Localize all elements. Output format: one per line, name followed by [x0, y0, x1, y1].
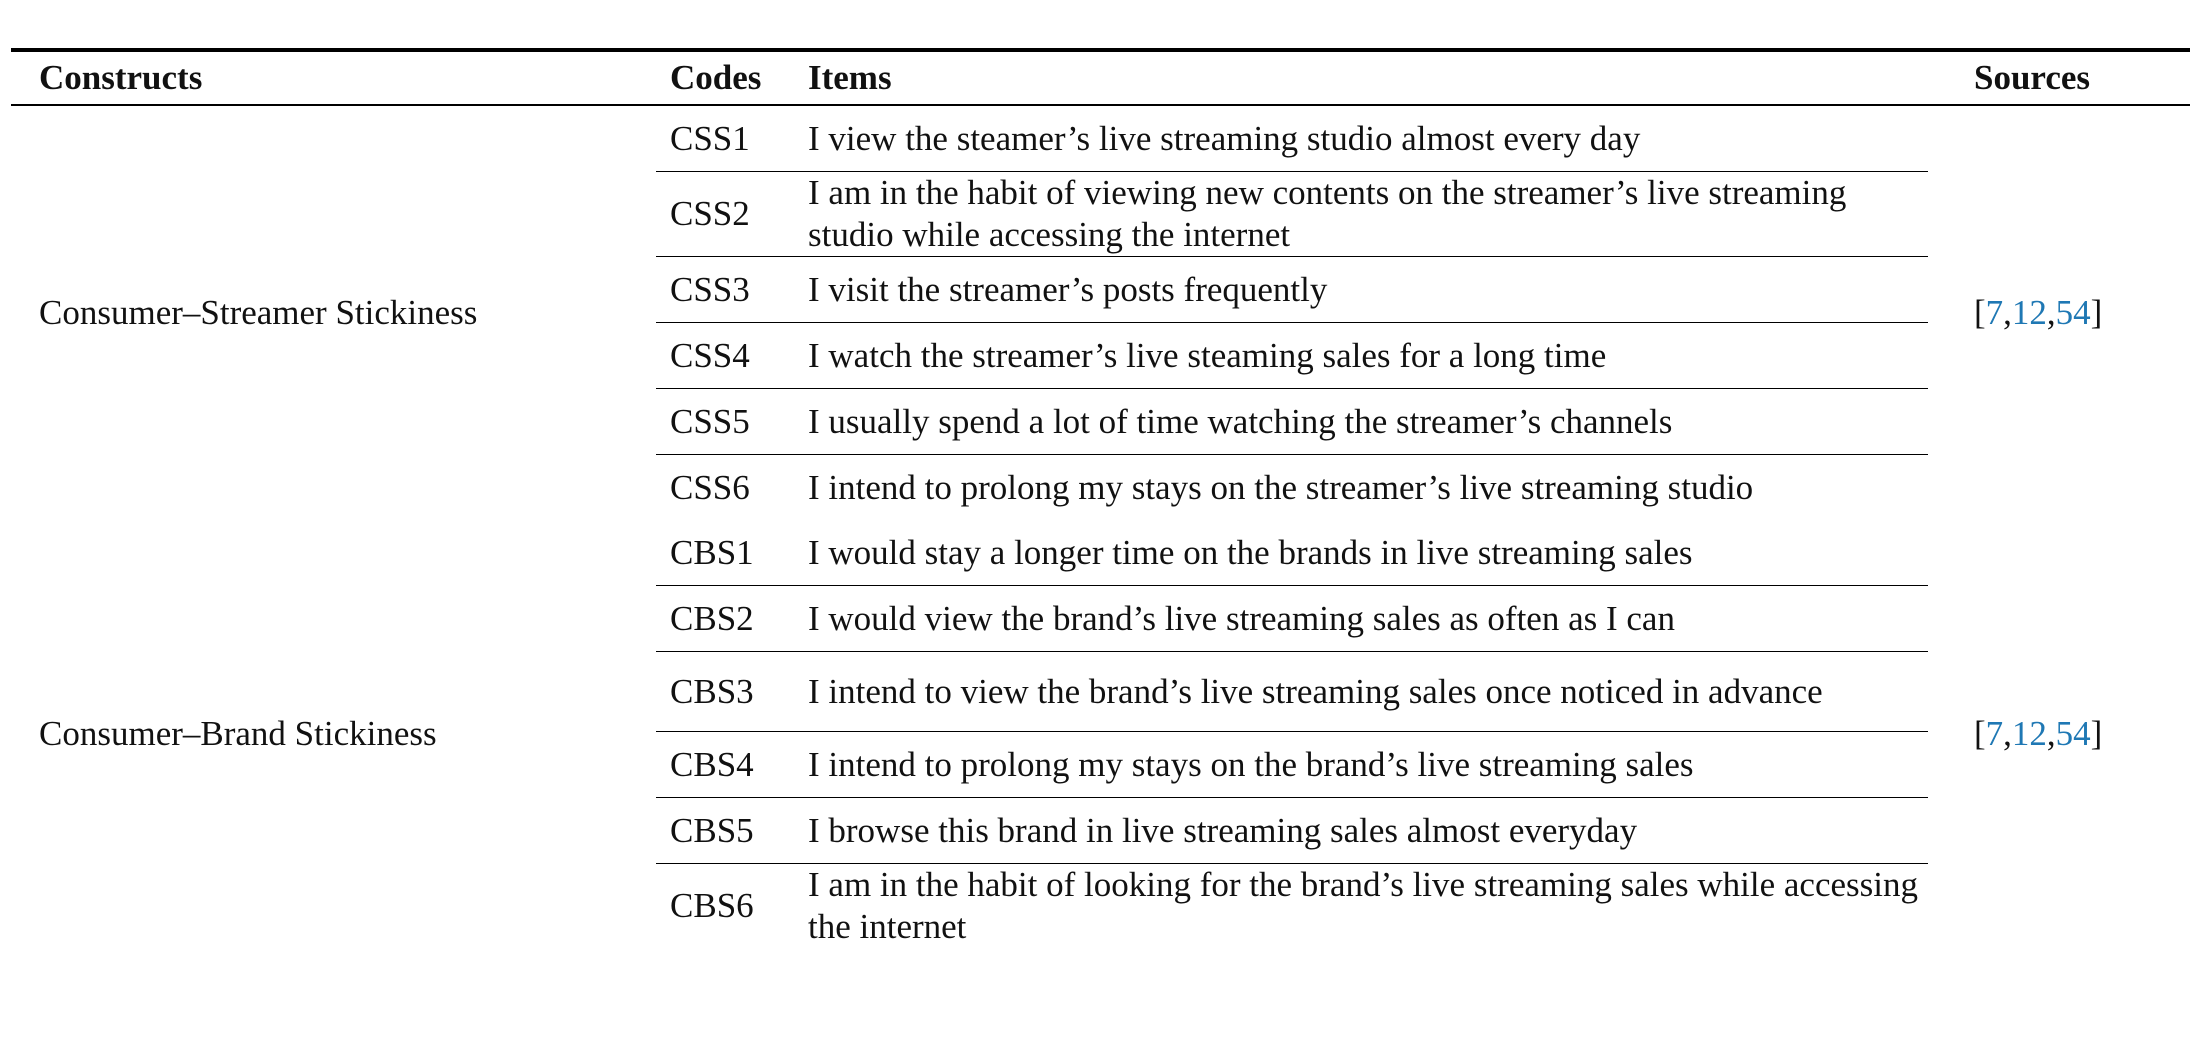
code-cell: CSS5	[656, 388, 808, 455]
citation-link[interactable]: 54	[2055, 293, 2091, 332]
code-cell: CBS3	[656, 651, 808, 732]
item-cell: I intend to view the brand’s live stream…	[808, 651, 1928, 732]
item-cell: I intend to prolong my stays on the bran…	[808, 731, 1928, 798]
item-cell: I would view the brand’s live streaming …	[808, 585, 1928, 652]
constructs-table: Constructs Codes Items Sources Consumer–…	[11, 48, 2190, 948]
code-cell: CBS4	[656, 731, 808, 798]
code-cell: CSS4	[656, 322, 808, 389]
header-sources: Sources	[1928, 48, 2190, 106]
citation-link[interactable]: 7	[1985, 293, 2004, 332]
comma: ,	[2046, 293, 2056, 332]
code-cell: CBS1	[656, 520, 808, 586]
citation-link[interactable]: 12	[2011, 293, 2047, 332]
table-row: CSS6 I intend to prolong my stays on the …	[11, 455, 2190, 521]
bracket-close: ]	[2090, 293, 2103, 332]
citation-link[interactable]: 54	[2055, 714, 2091, 753]
construct-cell: Consumer–Brand Stickiness	[39, 714, 437, 753]
code-cell: CSS1	[656, 105, 808, 172]
item-cell: I am in the habit of viewing new content…	[808, 171, 1928, 257]
table-row: CBS6 I am in the habit of looking for the…	[11, 864, 2190, 949]
header-codes: Codes	[656, 48, 808, 106]
header-constructs: Constructs	[11, 48, 656, 106]
code-cell: CSS6	[670, 467, 750, 507]
item-cell: I usually spend a lot of time watching t…	[808, 388, 1928, 455]
bracket-open: [	[1974, 293, 1986, 332]
comma: ,	[2003, 293, 2012, 332]
item-cell: I watch the streamer’s live steaming sal…	[808, 322, 1928, 389]
code-cell: CBS2	[656, 585, 808, 652]
sources-cell: [7,12,54]	[1928, 105, 2190, 520]
item-cell: I browse this brand in live streaming sa…	[808, 797, 1928, 864]
sources-cell: [7,12,54]	[1928, 520, 2190, 948]
header-items: Items	[808, 48, 1928, 106]
bracket-open: [	[1974, 714, 1986, 753]
item-cell: I view the steamer’s live streaming stud…	[808, 105, 1928, 172]
comma: ,	[2003, 714, 2012, 753]
citation-link[interactable]: 7	[1985, 714, 2004, 753]
item-cell: I visit the streamer’s posts frequently	[808, 256, 1928, 323]
code-cell: CBS6	[670, 886, 754, 925]
bracket-close: ]	[2090, 714, 2103, 753]
citation-link[interactable]: 12	[2011, 714, 2047, 753]
code-cell: CSS3	[656, 256, 808, 323]
item-cell: I would stay a longer time on the brands…	[808, 520, 1928, 586]
comma: ,	[2046, 714, 2056, 753]
code-cell: CBS5	[656, 797, 808, 864]
construct-cell: Consumer–Streamer Stickiness	[39, 293, 478, 332]
header-row: Constructs Codes Items Sources	[11, 48, 2190, 106]
item-cell: I am in the habit of looking for the bra…	[808, 865, 1918, 946]
code-cell: CSS2	[656, 171, 808, 257]
item-cell: I intend to prolong my stays on the stre…	[808, 467, 1754, 507]
